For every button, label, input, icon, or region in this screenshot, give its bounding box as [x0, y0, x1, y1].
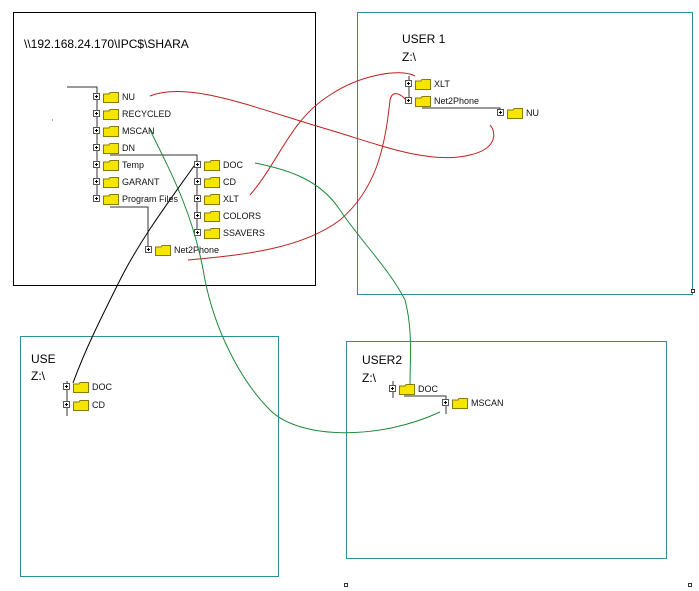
tree-item-label: NU — [526, 108, 539, 118]
tree-item-label: Program Files — [122, 194, 179, 204]
connection-line-red — [187, 93, 407, 261]
expand-icon[interactable] — [194, 161, 201, 168]
tree-item-label: Temp — [122, 160, 145, 170]
expand-icon[interactable] — [63, 383, 70, 390]
user2-title: USER2 — [362, 353, 403, 367]
expand-icon[interactable] — [93, 127, 100, 134]
folder-icon — [415, 79, 431, 90]
connection-line-black — [72, 165, 195, 384]
expand-icon[interactable] — [145, 246, 152, 253]
connection-line-green — [254, 162, 412, 386]
tree-item-label: DOC — [418, 384, 438, 394]
tree-item-label: XLT — [223, 194, 239, 204]
use-title: USE — [31, 352, 56, 366]
folder-icon — [103, 109, 119, 120]
user2-drive: Z:\ — [362, 371, 376, 385]
connection-line-red — [249, 72, 416, 196]
connection-line-red — [149, 91, 495, 159]
expand-icon[interactable] — [194, 178, 201, 185]
expand-icon[interactable] — [63, 401, 70, 408]
expand-icon[interactable] — [194, 212, 201, 219]
expand-icon[interactable] — [93, 161, 100, 168]
folder-icon — [204, 194, 220, 205]
folder-icon — [103, 194, 119, 205]
folder-icon — [103, 126, 119, 137]
expand-icon[interactable] — [93, 178, 100, 185]
tree-item-label: NU — [122, 92, 135, 102]
tree-item-label: CD — [92, 400, 105, 410]
tree-item-label: Net2Phone — [434, 96, 480, 106]
folder-icon — [103, 92, 119, 103]
tree-item-label: RECYCLED — [122, 109, 172, 119]
tree-item-label: DOC — [92, 382, 112, 392]
expand-icon[interactable] — [405, 80, 412, 87]
folder-icon — [452, 398, 468, 409]
folder-icon — [103, 177, 119, 188]
tree-item-label: DN — [122, 143, 135, 153]
expand-icon[interactable] — [93, 110, 100, 117]
resize-handle[interactable] — [691, 289, 695, 293]
tree-item-label: Net2Phone — [174, 245, 220, 255]
folder-icon — [204, 228, 220, 239]
resize-handle[interactable] — [344, 583, 348, 587]
folder-icon — [103, 160, 119, 171]
folder-icon — [399, 384, 415, 395]
use-drive: Z:\ — [31, 369, 45, 383]
folder-icon — [204, 177, 220, 188]
folder-icon — [507, 108, 523, 119]
server-share-box — [13, 12, 316, 286]
tree-item-label: SSAVERS — [223, 228, 265, 238]
connection-line-green — [149, 129, 441, 434]
user1-drive: Z:\ — [402, 50, 416, 64]
expand-icon[interactable] — [194, 229, 201, 236]
tree-item-label: CD — [223, 177, 236, 187]
expand-icon[interactable] — [93, 195, 100, 202]
folder-icon — [103, 143, 119, 154]
use-box — [20, 336, 279, 577]
tree-item-label: MSCAN — [122, 126, 155, 136]
expand-icon[interactable] — [194, 195, 201, 202]
folder-icon — [73, 400, 89, 411]
folder-icon — [204, 211, 220, 222]
folder-icon — [73, 382, 89, 393]
user2-box — [346, 341, 667, 559]
user1-box — [357, 12, 693, 295]
tree-item-label: XLT — [434, 79, 450, 89]
tree-item-label: MSCAN — [471, 398, 504, 408]
server-path-label: \\192.168.24.170\IPC$\SHARA — [24, 37, 189, 51]
expand-icon[interactable] — [93, 144, 100, 151]
folder-icon — [415, 96, 431, 107]
resize-handle[interactable] — [688, 583, 692, 587]
expand-icon[interactable] — [442, 399, 449, 406]
tree-item-label: GARANT — [122, 177, 160, 187]
user1-title: USER 1 — [402, 32, 446, 46]
tree-item-label: DOC — [223, 160, 243, 170]
folder-icon — [155, 245, 171, 256]
expand-icon[interactable] — [93, 93, 100, 100]
expand-icon[interactable] — [497, 109, 504, 116]
tree-item-label: COLORS — [223, 211, 262, 221]
expand-icon[interactable] — [405, 97, 412, 104]
expand-icon[interactable] — [389, 385, 396, 392]
folder-icon — [204, 160, 220, 171]
